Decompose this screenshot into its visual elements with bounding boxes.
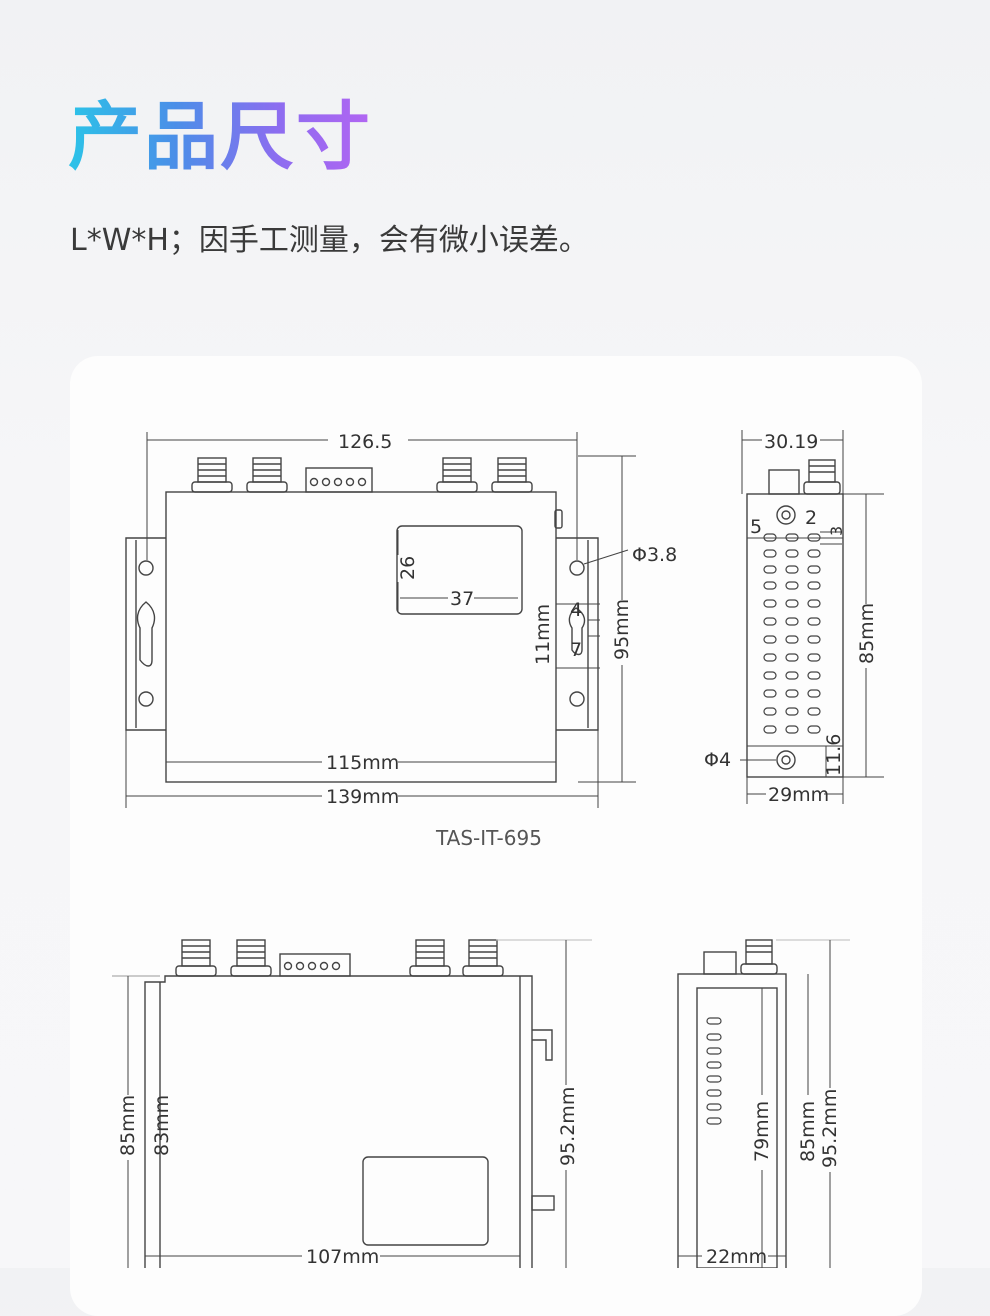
window-height-label: 26 <box>397 556 419 580</box>
right-flange <box>556 537 599 731</box>
label-window <box>396 525 523 615</box>
side-bottom-width-label: 29mm <box>768 784 829 806</box>
antenna-connector <box>175 939 217 977</box>
lower-front-body <box>144 975 533 1268</box>
lower-side-width-label: 22mm <box>706 1246 767 1268</box>
lower-front-height-outer-label: 85mm <box>117 1095 139 1156</box>
front-view <box>125 432 636 808</box>
antenna-connector <box>246 457 288 493</box>
side-dim-11-6-label: 11.6 <box>823 734 845 776</box>
antenna-connector <box>409 939 451 977</box>
slot-bottom-label: 7 <box>570 639 582 661</box>
front-body <box>165 491 557 783</box>
side-height-label: 85mm <box>856 603 878 664</box>
mount-hole <box>138 691 154 707</box>
antenna-connector <box>740 939 778 975</box>
lower-label-window <box>362 1156 489 1246</box>
ground-screw <box>776 505 796 525</box>
terminal-block <box>305 467 373 493</box>
lower-side-view <box>677 939 850 1268</box>
lower-front-height-inner-label: 83mm <box>151 1095 173 1156</box>
mount-hole <box>569 560 585 576</box>
front-height-label: 95mm <box>611 599 633 660</box>
side-view <box>740 430 884 804</box>
mount-hole <box>569 691 585 707</box>
drawing-card <box>70 356 922 1316</box>
page-title: 产品尺寸 <box>68 94 372 180</box>
front-overall-width-label: 126.5 <box>338 431 392 453</box>
mount-slot <box>136 601 156 667</box>
mount-slot <box>568 607 586 656</box>
lower-side-height-total-label: 95.2mm <box>819 1089 841 1168</box>
slot-top-label: 4 <box>570 599 582 621</box>
antenna-connector <box>803 459 841 495</box>
antenna-connector <box>462 939 504 977</box>
vent-slots <box>763 533 821 734</box>
page-subtitle: L*W*H；因手工测量，会有微小误差。 <box>70 223 589 258</box>
side-dim-3-label: 3 <box>827 526 846 536</box>
antenna-connector <box>191 457 233 493</box>
antenna-connector <box>230 939 272 977</box>
antenna-connector <box>491 457 533 493</box>
lower-front-view <box>112 939 592 1268</box>
left-flange <box>125 537 166 731</box>
front-flange-width-label: 139mm <box>326 786 399 808</box>
model-label: TAS-IT-695 <box>436 826 542 850</box>
lower-side-inner-height-label: 79mm <box>751 1101 773 1162</box>
dimension-drawing: 126.5 115mm 139mm 95mm 11mm 26 37 4 7 Φ3… <box>112 430 884 1268</box>
side-dim-5-label: 5 <box>750 516 762 538</box>
terminal-block <box>279 953 351 977</box>
led-slots <box>706 1017 722 1125</box>
side-hole-diameter-label: Φ4 <box>704 749 731 771</box>
ground-screw <box>776 750 796 770</box>
mount-hole <box>138 560 154 576</box>
front-hole-diameter-label: Φ3.8 <box>632 544 677 566</box>
lower-front-height-total-label: 95.2mm <box>557 1087 579 1166</box>
side-dim-2-label: 2 <box>805 507 817 529</box>
slot-length-label: 11mm <box>532 604 554 665</box>
lower-front-width-label: 107mm <box>306 1246 379 1268</box>
window-width-label: 37 <box>450 588 474 610</box>
front-module-width-label: 115mm <box>326 752 399 774</box>
lower-side-height-outer-label: 85mm <box>797 1101 819 1162</box>
side-top-width-label: 30.19 <box>764 431 818 453</box>
antenna-connector <box>436 457 478 493</box>
